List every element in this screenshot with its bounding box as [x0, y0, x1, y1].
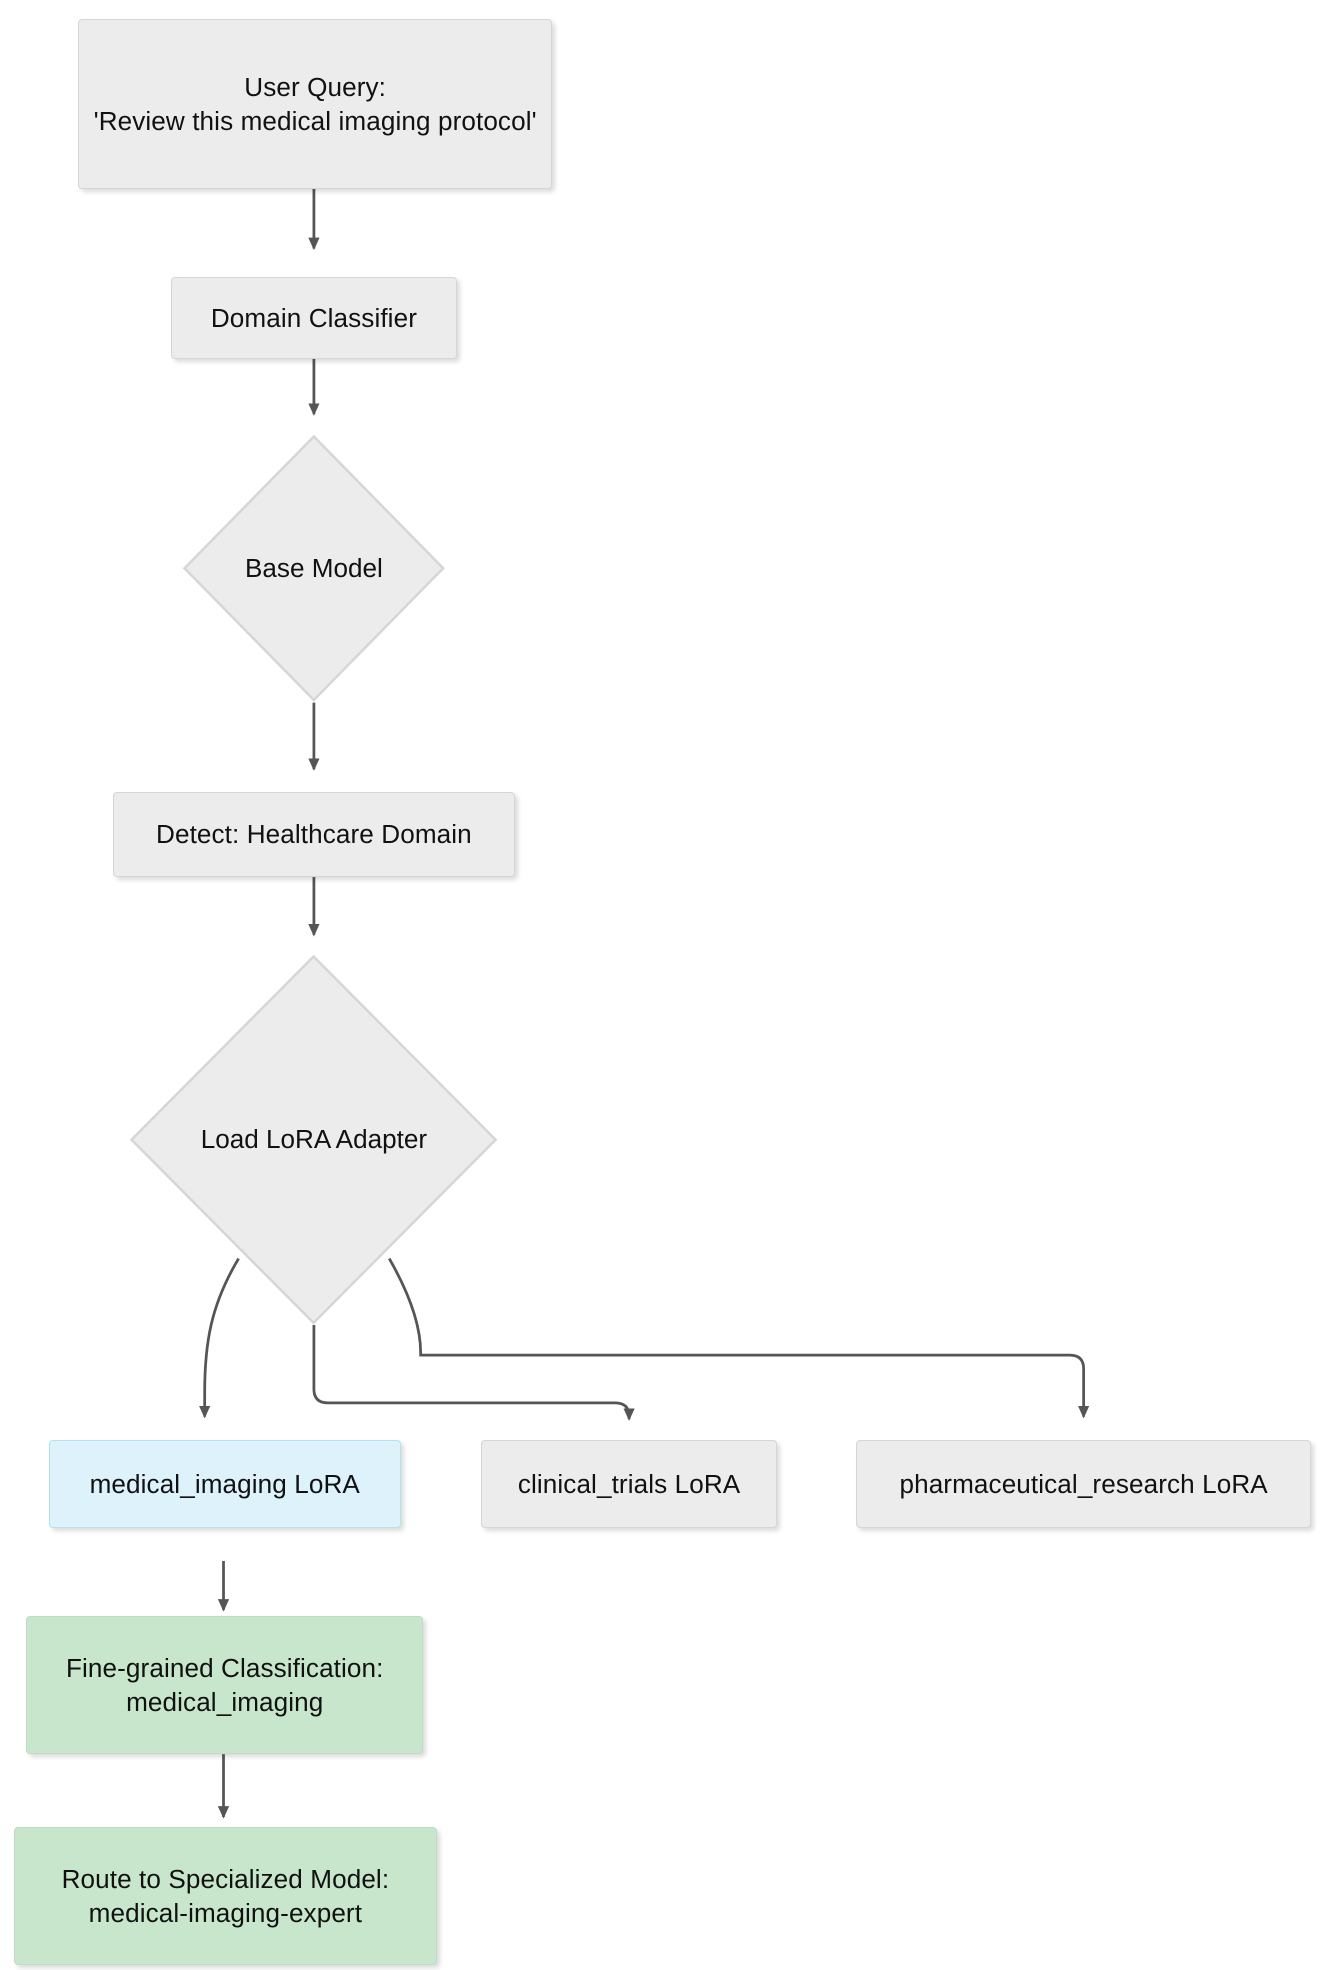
- load-lora-adapter-diamond-shape: [130, 954, 498, 1325]
- node-medical-imaging-lora[interactable]: medical_imaging LoRA: [48, 1440, 401, 1529]
- node-fine-grained-classification[interactable]: Fine-grained Classification: medical_ima…: [26, 1616, 424, 1755]
- node-route-to-specialized-model-label: Route to Specialized Model: medical-imag…: [61, 1863, 390, 1928]
- node-route-to-specialized-model[interactable]: Route to Specialized Model: medical-imag…: [13, 1826, 437, 1965]
- edge-load-lora-adapter-to-clinical-trials-lora: [312, 1325, 635, 1421]
- node-detect-domain[interactable]: Detect: Healthcare Domain: [113, 791, 515, 878]
- node-load-lora-adapter-label: Load LoRA Adapter: [200, 1124, 428, 1155]
- node-domain-classifier-label: Domain Classifier: [210, 302, 417, 333]
- node-domain-classifier[interactable]: Domain Classifier: [170, 277, 458, 359]
- node-detect-domain-label: Detect: Healthcare Domain: [156, 819, 472, 850]
- node-clinical-trials-lora-label: clinical_trials LoRA: [517, 1469, 741, 1500]
- base-model-diamond-shape: [182, 434, 445, 702]
- node-base-model[interactable]: Base Model: [182, 434, 446, 703]
- node-load-lora-adapter-label-wrap: Load LoRA Adapter: [129, 954, 498, 1325]
- node-fine-grained-classification-label: Fine-grained Classification: medical_ima…: [65, 1652, 384, 1718]
- node-base-model-label: Base Model: [245, 553, 383, 584]
- node-pharmaceutical-research-lora[interactable]: pharmaceutical_research LoRA: [856, 1440, 1311, 1529]
- node-load-lora-adapter[interactable]: Load LoRA Adapter: [129, 954, 498, 1325]
- node-pharmaceutical-research-lora-label: pharmaceutical_research LoRA: [899, 1469, 1268, 1500]
- node-user-query[interactable]: User Query: 'Review this medical imaging…: [77, 18, 553, 190]
- node-base-model-label-wrap: Base Model: [182, 434, 446, 703]
- node-medical-imaging-lora-label: medical_imaging LoRA: [89, 1469, 360, 1500]
- node-clinical-trials-lora[interactable]: clinical_trials LoRA: [480, 1440, 778, 1529]
- node-user-query-label: User Query: 'Review this medical imaging…: [93, 71, 537, 137]
